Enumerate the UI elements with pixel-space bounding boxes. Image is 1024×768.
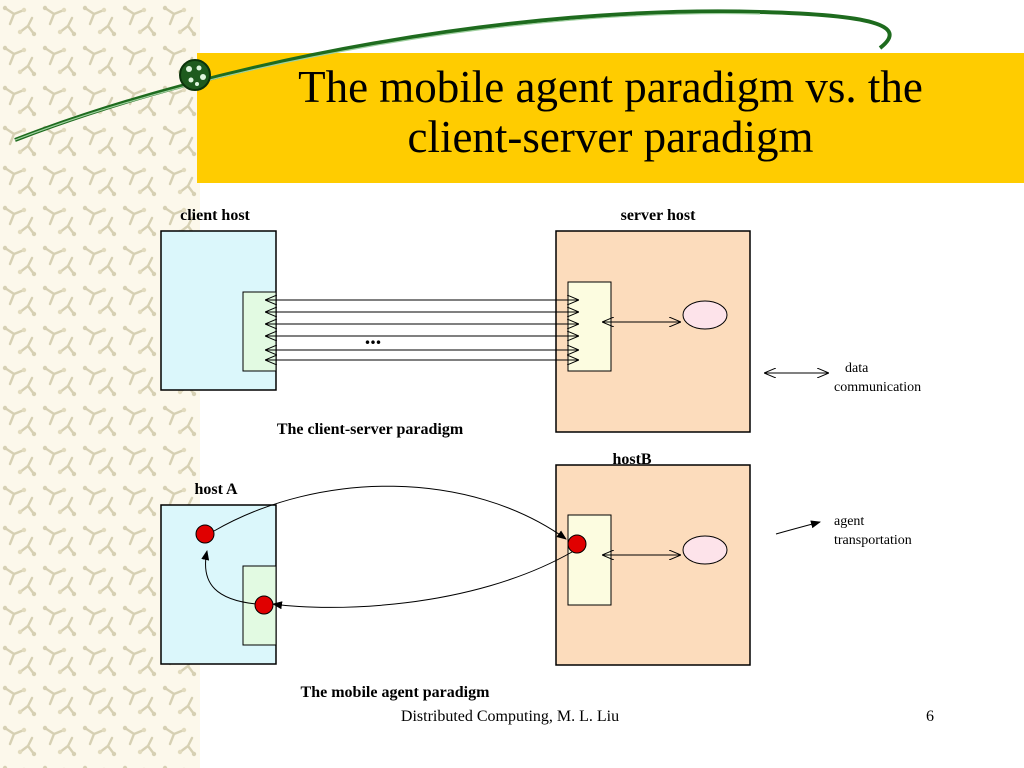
client-host-label: client host [180, 207, 250, 224]
slide-title-line2: client-server paradigm [407, 112, 814, 162]
agent-return-path [272, 551, 573, 610]
slide-title: The mobile agent paradigm vs. the client… [197, 62, 1024, 162]
host-a-label: host A [194, 481, 238, 498]
legend-data-line2: communication [834, 380, 921, 395]
legend-agent-line2: transportation [834, 533, 912, 548]
agent-outbound-path [213, 485, 567, 540]
legend-data-line1: data [845, 361, 869, 376]
server-resource [682, 300, 728, 330]
ellipsis-label: ... [365, 324, 382, 349]
mobile-agent-caption: The mobile agent paradigm [301, 684, 491, 701]
agent-internal-path [201, 550, 257, 605]
slide-title-line1: The mobile agent paradigm vs. the [298, 62, 923, 112]
client-server-caption: The client-server paradigm [277, 421, 464, 438]
legend-agent-line1: agent [834, 514, 864, 529]
server-host-label: server host [621, 207, 696, 224]
host-b-resource [682, 535, 728, 565]
slide-footer: Distributed Computing, M. L. Liu [400, 708, 620, 725]
client-process-box [242, 291, 277, 372]
page-number: 6 [926, 708, 934, 725]
agent-host-a [195, 524, 215, 544]
host-b-process-box [567, 514, 612, 606]
agent-host-b [567, 534, 587, 554]
server-process-box [567, 281, 612, 372]
host-b-label: hostB [612, 451, 651, 468]
agent-transport-legend-arrow [775, 520, 821, 535]
client-server-message-arrows [266, 300, 578, 360]
agent-host-a-process [254, 595, 274, 615]
